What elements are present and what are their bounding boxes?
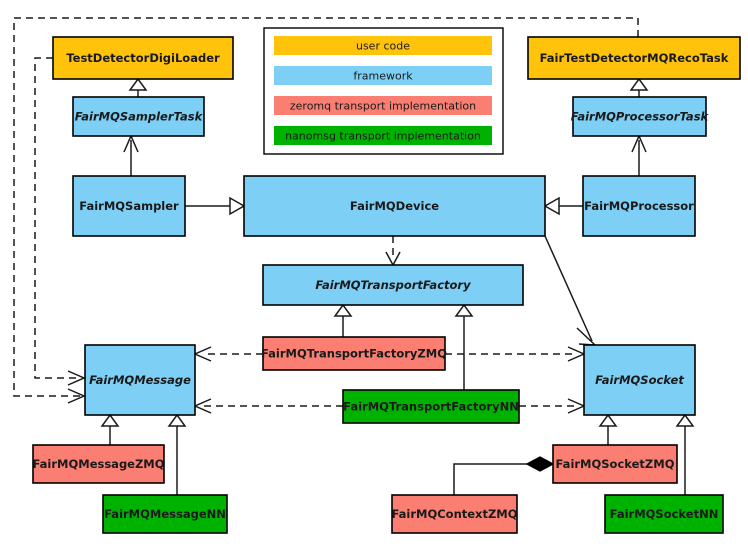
class-node-fairmqcontextzmq[interactable]: FairMQContextZMQ [391, 494, 518, 534]
edge-fairmqmessagezmq-to-fairmqmessage [100, 413, 120, 445]
legend-swatch-nanomsg [274, 126, 492, 145]
class-node-fairmqprocessortask[interactable]: FairMQProcessorTask [571, 96, 710, 137]
class-node-fairmqtransportfactory[interactable]: FairMQTransportFactory [262, 264, 524, 306]
class-node-fairmqmessage[interactable]: FairMQMessage [84, 344, 196, 416]
edge-fairmqtransportfactorynn-to-fairmqsocket [519, 398, 586, 414]
edge-fairmqtransportfactorynn-to-fairmqmessage [193, 398, 343, 414]
class-box-fairmqdevice[interactable] [243, 175, 546, 237]
class-box-fairmqmessagenn[interactable] [102, 494, 228, 534]
edge-fairmqprocessortask-to-fairtestdetectormqrecotask [629, 77, 649, 97]
edge-fairmqsocketzmq-composition-fairmqcontextzmq [453, 456, 555, 495]
class-node-fairmqsocketnn[interactable]: FairMQSocketNN [604, 494, 724, 534]
class-box-fairmqsocketzmq[interactable] [552, 444, 678, 484]
class-box-fairmqsocketnn[interactable] [604, 494, 724, 534]
edge-fairmqprocessor-to-fairmqdevice [543, 196, 583, 216]
class-node-fairmqdevice[interactable]: FairMQDevice [243, 175, 546, 237]
edge-fairmqtransportfactorynn-to-fairmqtransportfactory [454, 303, 474, 390]
edge-fairmqdevice-to-fairmqtransportfactory [385, 236, 401, 267]
class-box-fairmqcontextzmq[interactable] [391, 494, 518, 534]
class-node-fairmqprocessor[interactable]: FairMQProcessor [582, 175, 696, 237]
edge-fairmqsocketnn-to-fairmqsocket [675, 413, 695, 495]
class-box-fairmqsamplertask[interactable] [72, 96, 205, 137]
legend-swatch-framework [274, 66, 492, 85]
edge-fairmqsampler-to-fairmqdevice [185, 196, 246, 216]
edge-fairmqtransportfactoryzmq-to-fairmqsocket [445, 346, 586, 362]
class-node-fairmqtransportfactorynn[interactable]: FairMQTransportFactoryNN [342, 389, 520, 424]
class-box-fairmqprocessor[interactable] [582, 175, 696, 237]
edge-layer: FairMQMessage (outer-left dashed route) … [13, 17, 695, 495]
edge-fairtestdetectormqrecotask-to-fairmqmessage [13, 17, 639, 404]
legend-swatch-user-code [274, 36, 492, 55]
class-node-fairmqsamplertask[interactable]: FairMQSamplerTask [72, 96, 205, 137]
edge-fairmqmessagenn-to-fairmqmessage [167, 413, 187, 495]
edge-fairmqsampler-to-fairmqsamplertask [123, 134, 139, 176]
class-node-testdetectordigiloader[interactable]: TestDetectorDigiLoader [52, 36, 234, 80]
class-node-fairmqsocket[interactable]: FairMQSocket [583, 344, 696, 416]
class-box-fairmqmessage[interactable] [84, 344, 196, 416]
edge-fairmqtransportfactoryzmq-to-fairmqtransportfactory [333, 303, 353, 337]
class-box-fairmqtransportfactoryzmq[interactable] [262, 336, 446, 371]
class-box-fairmqtransportfactorynn[interactable] [342, 389, 520, 424]
class-node-fairmqtransportfactoryzmq[interactable]: FairMQTransportFactoryZMQ [261, 336, 447, 371]
edge-fairmqdevice-to-fairmqsocket [544, 235, 598, 346]
class-box-testdetectordigiloader[interactable] [52, 36, 234, 80]
class-box-fairmqtransportfactory[interactable] [262, 264, 524, 306]
class-node-fairmqsocketzmq[interactable]: FairMQSocketZMQ [552, 444, 678, 484]
edge-fairmqprocessor-to-fairmqprocessortask [631, 134, 647, 176]
edge-fairmqsamplertask-to-testdetectordigiloader [128, 77, 148, 97]
class-node-fairtestdetectormqrecotask[interactable]: FairTestDetectorMQRecoTask [527, 36, 741, 80]
class-node-fairmqmessagezmq[interactable]: FairMQMessageZMQ [32, 444, 165, 484]
class-node-fairmqmessagenn[interactable]: FairMQMessageNN [102, 494, 228, 534]
class-box-fairmqsocket[interactable] [583, 344, 696, 416]
class-box-fairtestdetectormqrecotask[interactable] [527, 36, 741, 80]
class-box-fairmqprocessortask[interactable] [572, 96, 707, 137]
class-box-fairmqmessagezmq[interactable] [32, 444, 165, 484]
edge-fairmqsocketzmq-to-fairmqsocket [598, 413, 618, 445]
edge-testdetectordigiloader-to-fairmqmessage [34, 57, 86, 386]
legend-swatch-zeromq [274, 96, 492, 115]
legend: user code framework zeromq transport imp… [263, 27, 504, 155]
class-node-fairmqsampler[interactable]: FairMQSampler [72, 175, 186, 237]
class-box-fairmqsampler[interactable] [72, 175, 186, 237]
edge-fairmqtransportfactoryzmq-to-fairmqmessage [193, 346, 263, 362]
